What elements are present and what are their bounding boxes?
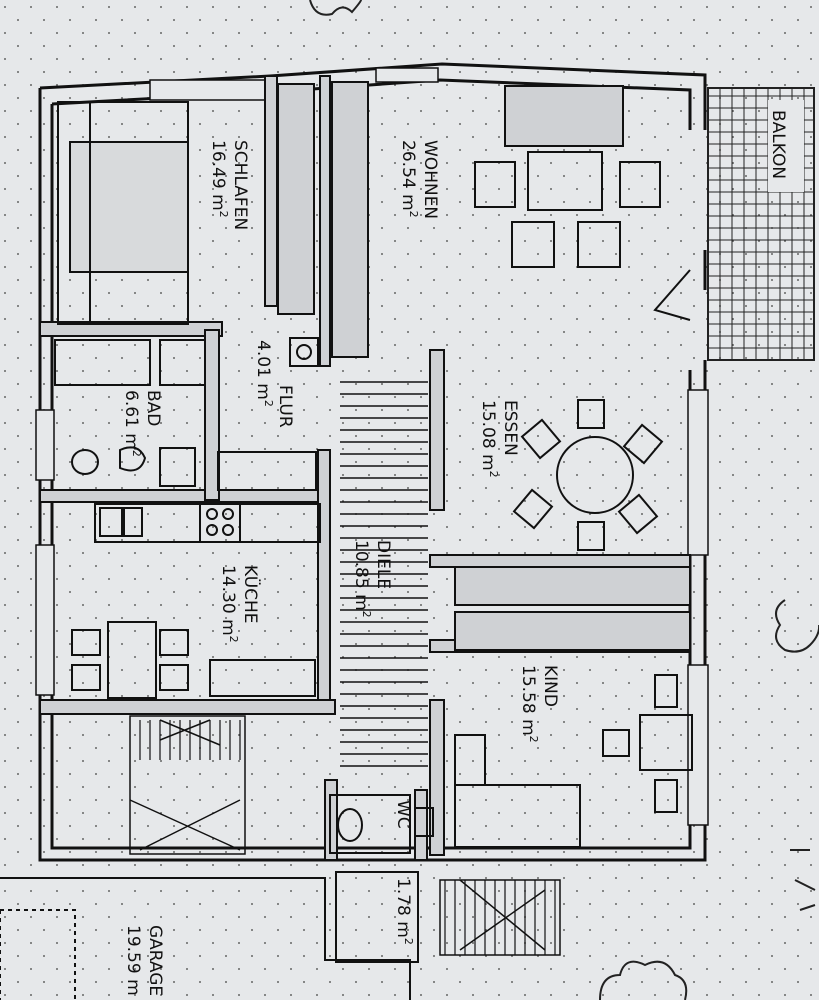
tree-icon xyxy=(309,0,819,1000)
meter-box xyxy=(289,337,319,367)
svg-text:1.78 m2: 1.78 m2 xyxy=(393,878,415,945)
kitchen-counter xyxy=(71,451,321,699)
room-area-bad: 6.61 m xyxy=(121,390,141,450)
windows xyxy=(35,67,709,826)
wc-fixtures xyxy=(329,794,434,854)
room-labels: SCHLAFEN 16.49 m2 WOHNEN 26.54 m2 FLUR 4… xyxy=(121,140,560,996)
room-name-diele: DIELE xyxy=(373,540,393,589)
room-name-garage: GARAGE xyxy=(145,925,165,996)
room-area-essen: 15.08 m xyxy=(478,400,498,471)
stair-treads xyxy=(340,381,428,767)
room-name-bad: BAD xyxy=(143,390,163,426)
svg-text:26.54 m2: 26.54 m2 xyxy=(398,140,420,218)
double-bed xyxy=(57,101,189,325)
room-area-diele: 10.85 m xyxy=(351,540,371,611)
room-name-schlafen: SCHLAFEN xyxy=(230,140,250,230)
living-room-furniture xyxy=(474,151,691,321)
svg-text:10.85 m2: 10.85 m2 xyxy=(351,540,373,618)
svg-text:15.08 m2: 15.08 m2 xyxy=(478,400,500,478)
room-area-flur: 4.01 m xyxy=(253,340,273,400)
garage-outline xyxy=(0,871,419,1000)
svg-text:15.58 m2: 15.58 m2 xyxy=(518,665,540,743)
room-name-kind: KIND xyxy=(540,665,560,707)
svg-text:6.61 m2: 6.61 m2 xyxy=(121,390,143,457)
bathroom-fixtures xyxy=(54,339,206,487)
room-name-wohnen: WOHNEN xyxy=(420,140,440,219)
dining-table xyxy=(512,399,664,551)
room-name-wc: WC xyxy=(393,800,413,829)
room-area-wc: 1.78 m xyxy=(393,878,413,938)
room-name-kueche: KÜCHE xyxy=(240,565,262,624)
kids-room-furniture xyxy=(454,674,693,848)
svg-text:14.30 m2: 14.30 m2 xyxy=(218,565,240,643)
svg-text:4.01 m2: 4.01 m2 xyxy=(253,340,275,407)
svg-text:19.59 m: 19.59 m xyxy=(123,925,143,996)
room-name-flur: FLUR xyxy=(275,385,295,428)
stairwell-treads xyxy=(139,720,556,955)
room-area-garage: 19.59 m xyxy=(123,925,143,996)
balkon-label: BALKON xyxy=(768,110,788,179)
room-area-schlafen: 16.49 m xyxy=(208,140,228,211)
room-name-essen: ESSEN xyxy=(500,400,520,456)
room-area-wohnen: 26.54 m xyxy=(398,140,418,211)
svg-text:16.49 m2: 16.49 m2 xyxy=(208,140,230,218)
room-area-kueche: 14.30 m xyxy=(218,565,238,636)
room-area-kind: 15.58 m xyxy=(518,665,538,736)
built-in-cabinets xyxy=(277,81,691,651)
